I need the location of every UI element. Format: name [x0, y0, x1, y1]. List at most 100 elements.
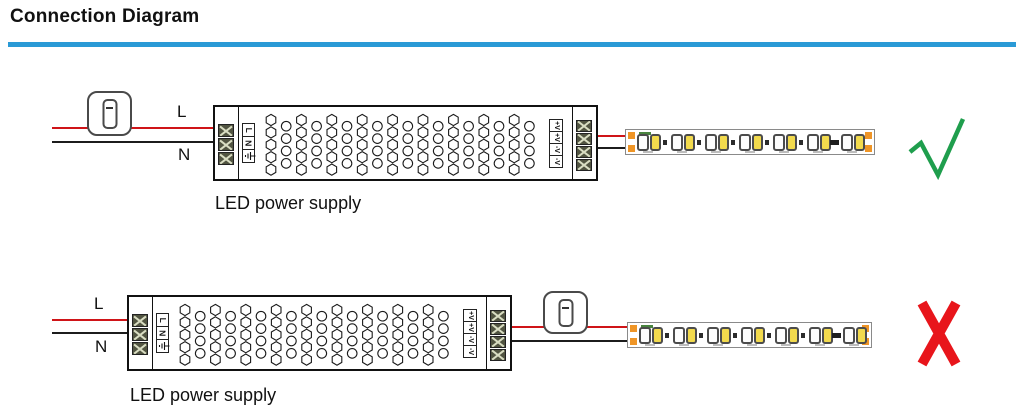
vent-hole-hex	[296, 113, 307, 127]
vent-hole-hex	[296, 126, 307, 139]
vent-hole-hex	[179, 353, 191, 366]
output-label: -V	[552, 158, 560, 165]
output-label: -V	[466, 348, 474, 355]
vent-hole-hex	[356, 150, 368, 164]
live-wire-output	[586, 135, 628, 137]
vent-hole-circle	[407, 310, 419, 322]
vent-hole-circle	[341, 133, 353, 144]
vent-hole-circle	[341, 120, 353, 132]
vent-hole-hex	[448, 113, 459, 127]
vent-hole-circle	[463, 145, 474, 157]
vent-hole-hex	[422, 328, 434, 342]
ventilation-grid	[265, 113, 535, 176]
vent-hole-circle	[225, 335, 236, 347]
vent-hole-hex	[356, 126, 368, 139]
strip-fine-print	[813, 151, 823, 153]
output-terminal-screw	[490, 310, 506, 322]
resistor	[830, 140, 839, 145]
wall-switch	[87, 91, 132, 136]
vent-hole-hex	[331, 328, 343, 342]
vent-hole-hex	[356, 113, 368, 127]
vent-hole-circle	[372, 158, 383, 169]
led-module	[637, 134, 661, 151]
vent-hole-circle	[524, 158, 535, 169]
strip-fine-print	[677, 151, 687, 153]
vent-hole-circle	[255, 310, 267, 322]
led-strip	[625, 129, 875, 155]
neutral-wire-input	[52, 332, 132, 334]
vent-hole-circle	[225, 310, 236, 322]
vent-hole-circle	[432, 158, 444, 169]
vent-hole-circle	[280, 158, 292, 169]
led-module	[705, 134, 729, 151]
output-terminal-screw	[576, 146, 592, 158]
input-terminal-screw	[218, 138, 234, 151]
vent-hole-hex	[240, 316, 252, 329]
output-divider	[572, 107, 573, 179]
vent-hole-hex	[270, 353, 282, 366]
vent-hole-circle	[402, 133, 414, 144]
vent-hole-hex	[270, 303, 282, 317]
vent-hole-hex	[210, 353, 221, 366]
vent-hole-hex	[508, 163, 520, 176]
vent-hole-circle	[316, 335, 328, 347]
vent-hole-hex	[326, 150, 338, 164]
vent-hole-hex	[326, 163, 338, 176]
vent-hole-circle	[372, 120, 383, 132]
neutral-wire-input	[52, 141, 218, 143]
vent-hole-circle	[286, 335, 297, 347]
led-chip-yellow	[753, 327, 765, 344]
input-label-neutral: N	[157, 329, 168, 337]
wire-label-live: L	[94, 294, 104, 313]
solder-pad	[865, 145, 872, 152]
vent-hole-circle	[493, 145, 505, 157]
vent-hole-hex	[296, 138, 307, 152]
vent-hole-hex	[422, 340, 434, 354]
vent-hole-hex	[362, 328, 373, 342]
led-chip-white	[809, 327, 821, 344]
led-chip-white	[671, 134, 683, 151]
vent-hole-hex	[478, 163, 490, 176]
vent-hole-hex	[331, 316, 343, 329]
vent-hole-circle	[280, 145, 292, 157]
led-chip-white	[673, 327, 685, 344]
solder-pad	[630, 325, 637, 332]
output-label: +V	[552, 133, 560, 142]
vent-hole-hex	[392, 303, 404, 317]
vent-hole-circle	[346, 348, 358, 359]
psu-box: L N +V +V -V -V	[213, 105, 598, 181]
vent-hole-circle	[432, 133, 444, 144]
vent-hole-circle	[432, 120, 444, 132]
led-chip-yellow	[719, 327, 731, 344]
vent-hole-hex	[265, 113, 277, 127]
vent-hole-hex	[179, 340, 191, 354]
vent-hole-hex	[478, 150, 490, 164]
vent-hole-hex	[240, 303, 252, 317]
vent-hole-hex	[422, 353, 434, 366]
component-mark	[767, 333, 771, 338]
strip-fine-print	[815, 344, 825, 346]
output-label: +V	[466, 323, 474, 332]
input-divider	[238, 107, 239, 179]
vent-hole-circle	[493, 120, 505, 132]
vent-hole-hex	[179, 303, 191, 317]
vent-hole-circle	[402, 145, 414, 157]
vent-hole-circle	[372, 145, 383, 157]
ground-icon	[155, 342, 171, 351]
component-mark	[799, 140, 803, 145]
vent-hole-hex	[417, 163, 429, 176]
wall-switch	[543, 291, 588, 334]
vent-hole-hex	[417, 138, 429, 152]
component-mark	[699, 333, 703, 338]
vent-hole-hex	[448, 126, 459, 139]
vent-hole-hex	[270, 340, 282, 354]
output-label: +V	[466, 311, 474, 320]
strip-fine-print	[711, 151, 721, 153]
vent-hole-circle	[432, 145, 444, 157]
vent-hole-hex	[296, 150, 307, 164]
vent-hole-circle	[194, 335, 206, 347]
vent-hole-hex	[508, 138, 520, 152]
vent-hole-circle	[438, 310, 449, 322]
vent-hole-circle	[286, 348, 297, 359]
vent-hole-hex	[448, 138, 459, 152]
